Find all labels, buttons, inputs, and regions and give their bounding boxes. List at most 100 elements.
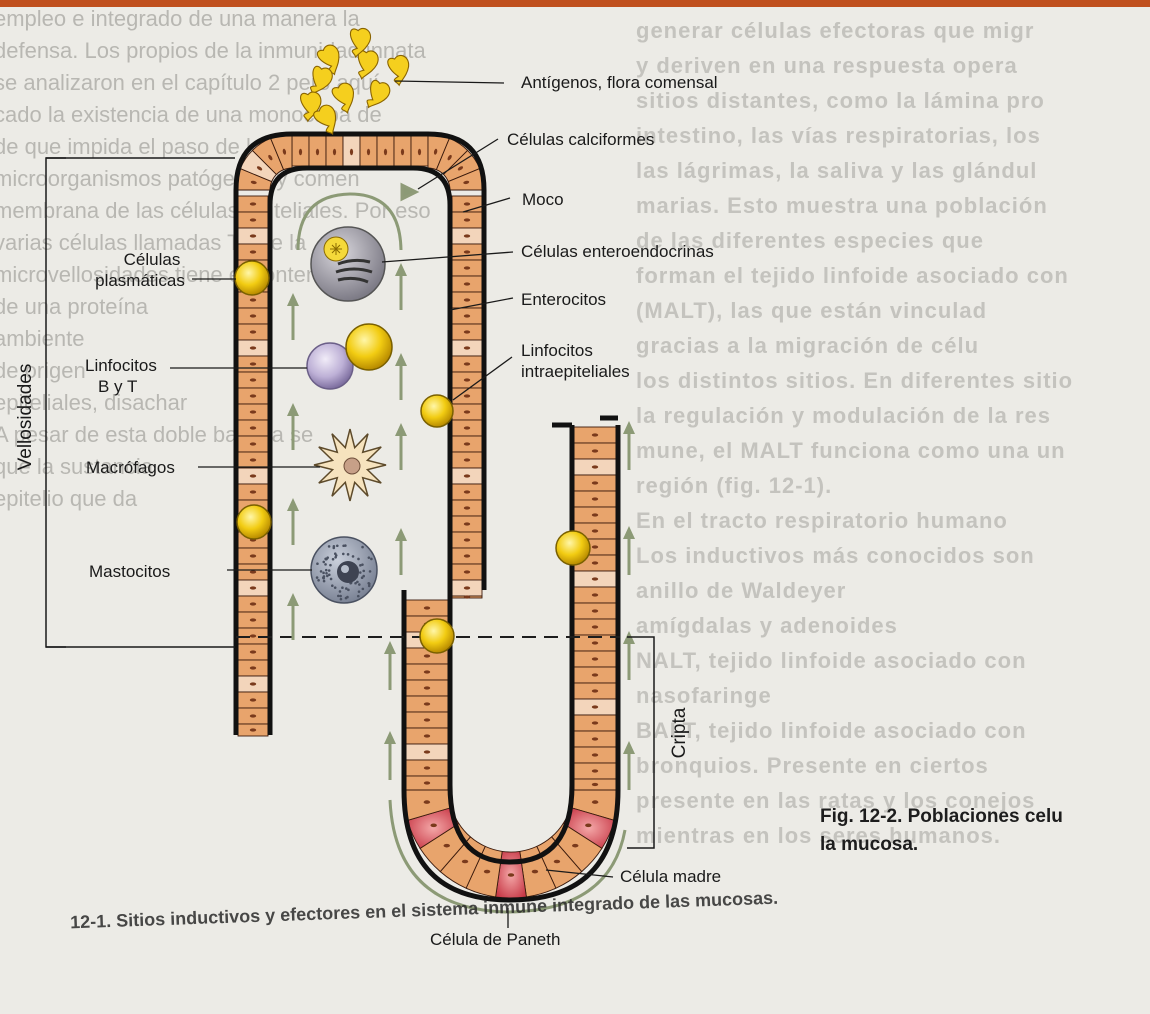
- enterocyte-nucleus: [424, 734, 430, 737]
- enterocyte-nucleus: [464, 586, 470, 589]
- mast-cell-granule: [361, 563, 364, 566]
- enterocyte-nucleus: [250, 346, 256, 349]
- enterocyte-nucleus: [250, 458, 256, 461]
- enterocyte-nucleus: [592, 561, 598, 564]
- enterocyte-nucleus: [401, 149, 404, 155]
- enterocyte-nucleus: [464, 362, 470, 365]
- cell-nucleus: [592, 800, 598, 804]
- mast-cell-granule: [357, 558, 360, 561]
- enterocyte-nucleus: [424, 718, 430, 721]
- enterocyte-nucleus: [592, 721, 598, 724]
- intraepithelial-lymphocyte-3: [420, 619, 454, 653]
- antigen: [360, 77, 393, 113]
- enterocyte-nucleus: [592, 737, 598, 740]
- cell-nucleus: [444, 844, 450, 848]
- mast-cell-granule: [323, 575, 326, 578]
- enterocyte-nucleus: [464, 506, 470, 509]
- mast-cell-granule: [358, 583, 361, 586]
- label-celula-madre: Célula madre: [620, 866, 721, 887]
- enterocyte-nucleus: [592, 449, 598, 452]
- mast-cell-granule: [368, 556, 371, 559]
- mast-cell-granule: [370, 558, 373, 561]
- cell-nucleus: [532, 870, 538, 874]
- mast-cell-granule: [362, 570, 365, 573]
- enterocyte-nucleus: [250, 394, 256, 397]
- enterocyte-nucleus: [592, 513, 598, 516]
- enterocyte-nucleus: [592, 689, 598, 692]
- enterocyte-nucleus: [250, 682, 256, 685]
- enterocyte-nucleus: [464, 330, 470, 333]
- mast-cell-granule: [333, 545, 336, 548]
- mast-cell-granule: [345, 587, 348, 590]
- epithelium-crypt-bottom: [403, 790, 619, 898]
- label-macrofagos: Macrófagos: [86, 457, 175, 478]
- enterocyte-nucleus: [592, 481, 598, 484]
- label-mastocitos: Mastocitos: [89, 561, 170, 582]
- enterocyte-nucleus: [464, 346, 470, 349]
- enterocyte-nucleus: [464, 538, 470, 541]
- enterocyte-nucleus: [464, 474, 470, 477]
- label-linfocitos-1: Linfocitos: [85, 355, 157, 376]
- enterocyte-nucleus: [250, 618, 256, 621]
- enterocyte-nucleus: [250, 442, 256, 445]
- plasma-cell-1: [235, 261, 269, 295]
- label-enteroendocrinas: Células enteroendocrinas: [521, 241, 714, 262]
- enterocyte-nucleus: [592, 433, 598, 436]
- enterocyte-nucleus: [250, 728, 256, 731]
- enterocyte-nucleus: [592, 783, 598, 786]
- enterocyte-nucleus: [592, 673, 598, 676]
- enterocyte-nucleus: [592, 625, 598, 628]
- mast-cell-granule: [352, 555, 355, 558]
- plasma-cell-2: [237, 505, 271, 539]
- enterocyte-nucleus: [464, 554, 470, 557]
- mast-cell-granule: [347, 553, 350, 556]
- label-cripta: Cripta: [669, 698, 691, 768]
- enterocyte-nucleus: [250, 378, 256, 381]
- enterocyte-nucleus: [464, 410, 470, 413]
- mast-cell-granule: [339, 590, 342, 593]
- enterocyte-nucleus: [424, 702, 430, 705]
- flow-arrow-head: [402, 185, 416, 199]
- enterocyte-nucleus: [424, 766, 430, 769]
- mast-cell-granule: [324, 557, 327, 560]
- mast-cell-granule: [358, 590, 361, 593]
- enterocyte-nucleus: [592, 497, 598, 500]
- mast-cell-granule: [329, 564, 332, 567]
- intraepithelial-lymphocyte-1: [421, 395, 453, 427]
- mast-cell-granule: [317, 579, 320, 582]
- cell-nucleus: [484, 870, 490, 874]
- enterocyte-nucleus: [592, 657, 598, 660]
- enterocyte-nucleus: [424, 654, 430, 657]
- enterocyte-nucleus: [250, 490, 256, 493]
- enterocyte-nucleus: [592, 577, 598, 580]
- enterocyte-nucleus: [250, 250, 256, 253]
- label-antigenos: Antígenos, flora comensal: [521, 72, 718, 93]
- mast-cell-granule: [340, 598, 343, 601]
- flow-arrow-head: [287, 403, 299, 416]
- label-plasmaticas-1: Células: [112, 249, 192, 270]
- enterocyte-nucleus: [250, 234, 256, 237]
- mast-cell-granule: [322, 561, 325, 564]
- mast-cell-granule: [334, 552, 337, 555]
- enterocyte-nucleus: [464, 218, 470, 221]
- enterocyte-nucleus: [592, 641, 598, 644]
- enterocyte-nucleus: [592, 545, 598, 548]
- enterocyte-nucleus: [384, 149, 387, 155]
- flow-arrow-head: [623, 421, 635, 434]
- cell-nucleus: [430, 824, 436, 828]
- flow-arrow-head: [287, 593, 299, 606]
- enterocyte-nucleus: [464, 458, 470, 461]
- mast-cell-granule: [354, 582, 357, 585]
- flow-arrow-head: [287, 498, 299, 511]
- cell-nucleus: [554, 860, 560, 864]
- mast-cell-granule: [332, 558, 335, 561]
- mast-cell-granule: [362, 588, 365, 591]
- enterocyte-nucleus: [592, 753, 598, 756]
- enterocyte-nucleus: [592, 465, 598, 468]
- enterocyte-nucleus: [464, 298, 470, 301]
- enterocyte-nucleus: [424, 781, 430, 784]
- mast-cell-granule: [368, 585, 371, 588]
- label-plasmaticas-2: plasmáticas: [85, 270, 195, 291]
- mast-cell-granule: [331, 584, 334, 587]
